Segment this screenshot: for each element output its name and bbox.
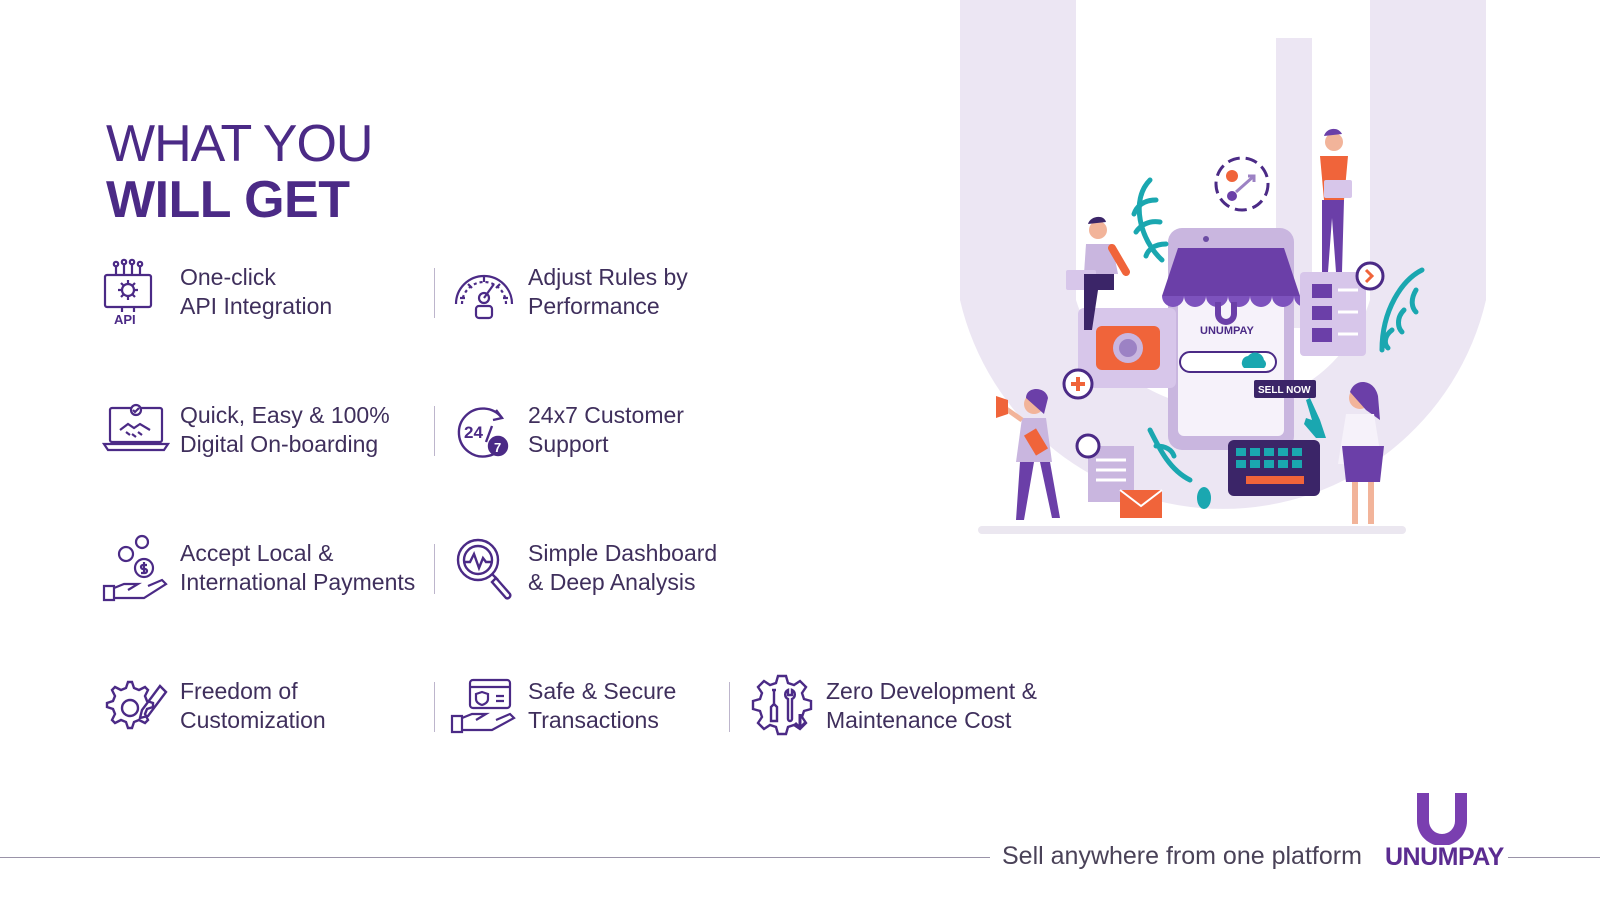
handshake-laptop-icon — [102, 396, 170, 464]
person-standing-right — [1304, 381, 1384, 524]
feature-line-2: & Deep Analysis — [528, 569, 696, 595]
logo-u-icon — [1417, 793, 1467, 845]
magnifier-pulse-icon — [450, 534, 518, 602]
gear-tools-icon — [748, 672, 816, 740]
list-card — [1300, 272, 1366, 356]
feature-line-1: Zero Development & — [826, 678, 1037, 704]
phone-brand-label: UNUMPAY — [1200, 325, 1254, 337]
gear-pencil-icon — [102, 672, 170, 740]
megaphone-icon — [996, 396, 1008, 418]
feature-secure-transactions: Safe & Secure Transactions — [450, 672, 676, 740]
page-title: WHAT YOU WILL GET — [106, 115, 373, 229]
feature-adjust-rules: Adjust Rules by Performance — [450, 258, 688, 326]
cloud-icon — [1241, 352, 1266, 368]
brand-logo: UNUMPAY — [1385, 793, 1504, 872]
feature-line-1: Safe & Secure — [528, 678, 677, 704]
performance-gauge-icon — [450, 258, 518, 326]
feature-line-1: One-click — [180, 264, 276, 290]
feature-zero-cost: Zero Development & Maintenance Cost — [748, 672, 1037, 740]
hero-illustration: UNUMPAY SELL NOW — [960, 0, 1500, 560]
feature-customer-support: 24 7 24x7 Customer Support — [450, 396, 684, 464]
person-walking-left — [996, 389, 1060, 520]
feature-dashboard-analysis: Simple Dashboard & Deep Analysis — [450, 534, 717, 602]
pointer-hand-icon — [1304, 398, 1326, 438]
sell-now-label: SELL NOW — [1258, 385, 1311, 396]
feature-line-1: Adjust Rules by — [528, 264, 688, 290]
feature-customization: Freedom of Customization — [102, 672, 326, 740]
feature-line-1: Accept Local & — [180, 540, 334, 566]
feature-line-2: Support — [528, 431, 609, 457]
leaves-left — [1131, 177, 1169, 263]
separator — [729, 682, 730, 732]
api-label: API — [114, 312, 136, 326]
feature-local-international-payments: Accept Local & International Payments — [102, 534, 415, 602]
sell-now-button — [1254, 380, 1316, 398]
footer-divider-right — [1508, 857, 1600, 858]
secure-card-hand-icon — [450, 672, 518, 740]
separator — [434, 406, 435, 456]
person-top-right — [1320, 128, 1352, 272]
leaves-bottom — [1147, 427, 1193, 483]
separator — [434, 682, 435, 732]
support-24-7-icon: 24 7 — [450, 396, 518, 464]
separator — [434, 544, 435, 594]
feature-line-1: Freedom of — [180, 678, 298, 704]
feature-line-2: Performance — [528, 293, 660, 319]
pin-badge-icon — [1075, 433, 1101, 459]
support-7-label: 7 — [494, 440, 501, 455]
logo-wordmark: UNUMPAY — [1385, 843, 1504, 871]
person-sitting-left — [1066, 216, 1130, 330]
feature-line-2: Customization — [180, 707, 326, 733]
leaves-right — [1379, 267, 1425, 353]
title-line-2: WILL GET — [106, 171, 350, 229]
separator — [434, 268, 435, 318]
feature-line-2: Digital On-boarding — [180, 431, 379, 457]
feature-line-2: Maintenance Cost — [826, 707, 1012, 733]
brand-u-icon — [1215, 302, 1237, 325]
footer-divider-left — [0, 857, 990, 858]
feature-line-1: Quick, Easy & 100% — [180, 402, 390, 428]
phone-camera — [1203, 236, 1209, 242]
feature-line-2: API Integration — [180, 293, 333, 319]
feature-line-1: 24x7 Customer — [528, 402, 684, 428]
title-line-1: WHAT YOU — [106, 115, 373, 173]
feature-api-integration: API One-click API Integration — [102, 258, 332, 326]
currency-hand-icon — [102, 534, 170, 602]
feature-line-2: International Payments — [180, 569, 416, 595]
analytics-icon — [1214, 156, 1270, 212]
feature-digital-onboarding: Quick, Easy & 100% Digital On-boarding — [102, 396, 390, 464]
support-24-label: 24 — [464, 423, 483, 442]
mouse-icon — [1197, 487, 1211, 509]
feature-line-2: Transactions — [528, 707, 659, 733]
ground-shadow — [978, 526, 1406, 534]
footer-tagline: Sell anywhere from one platform — [1002, 842, 1362, 870]
feature-line-1: Simple Dashboard — [528, 540, 718, 566]
api-monitor-icon: API — [102, 258, 170, 326]
awning-icon — [1162, 248, 1300, 296]
